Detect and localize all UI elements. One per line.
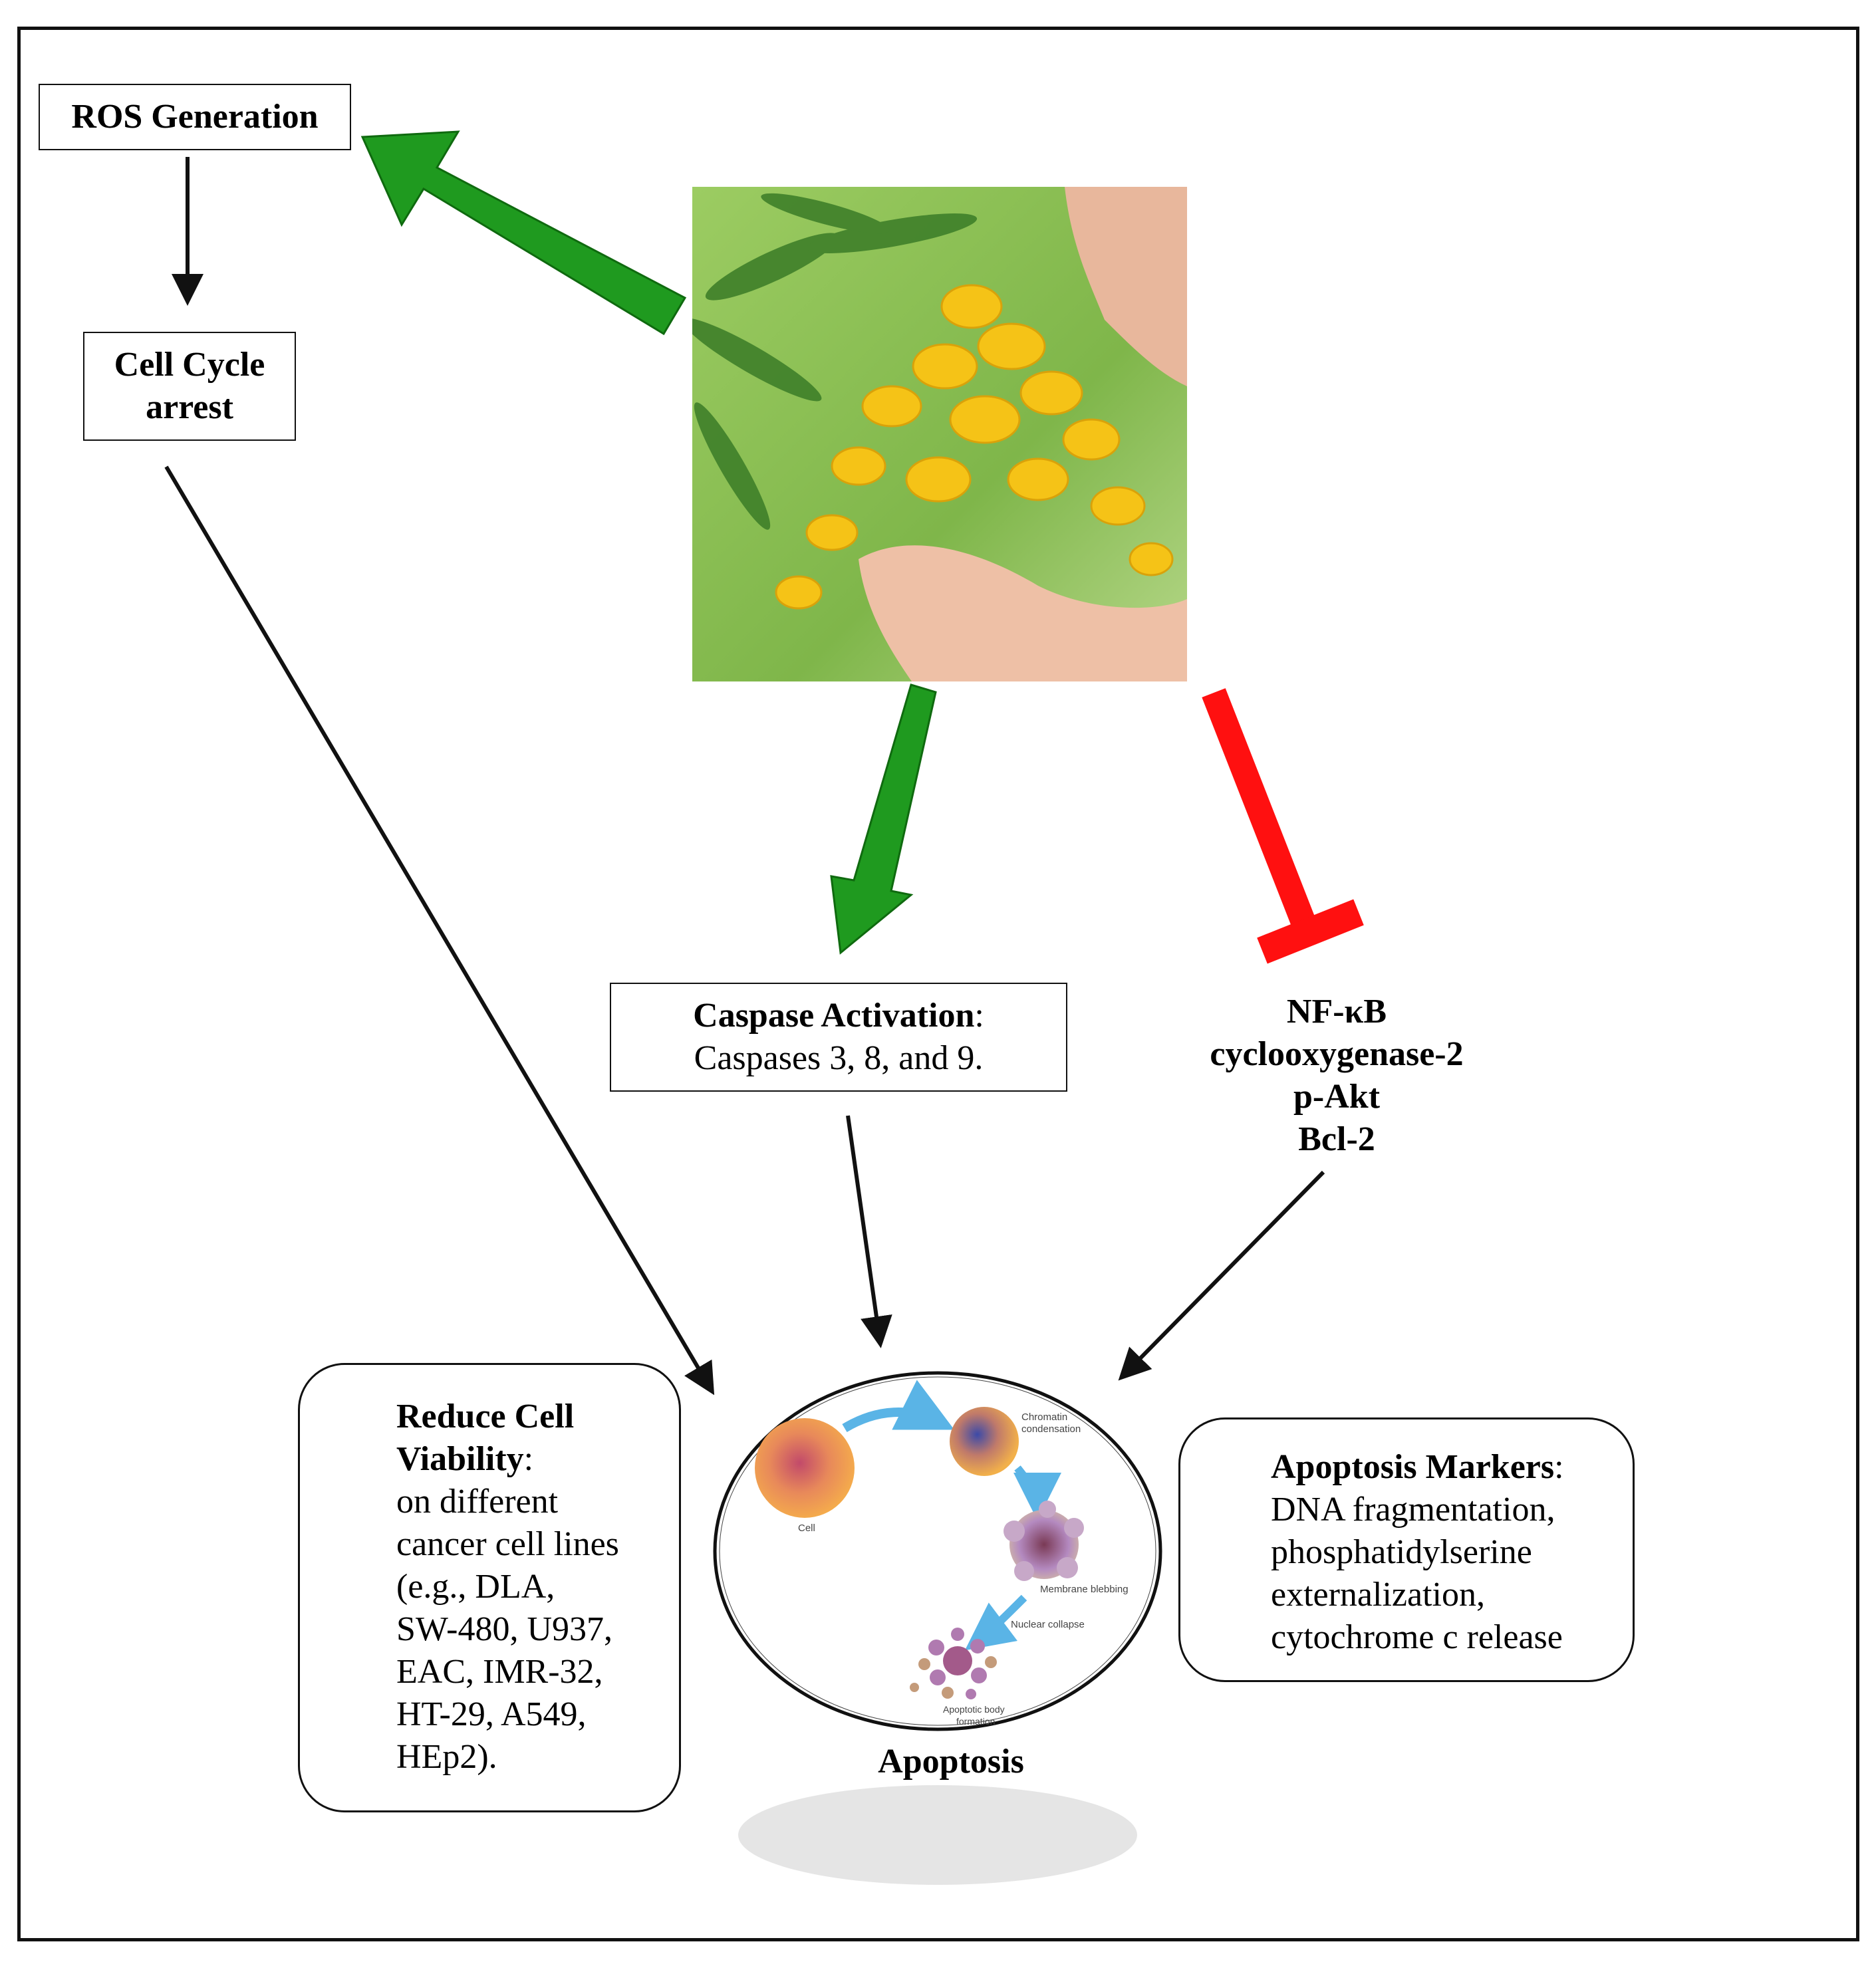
stage-body-label-2: formation [956, 1716, 995, 1727]
stage-chromatin-label-2: condensation [1021, 1423, 1081, 1435]
blebbing-cell [1004, 1501, 1084, 1581]
caspase-detail: Caspases 3, 8, and 9. [694, 1039, 984, 1077]
viability-colon: : [523, 1440, 534, 1478]
target-nfkb: NF-κB [1286, 993, 1387, 1031]
viability-title-line1: Reduce Cell [396, 1398, 575, 1435]
apoptosis-shadow [738, 1785, 1137, 1885]
target-cox2: cyclooxygenase-2 [1210, 1035, 1464, 1073]
apoptosis-stages-diagram: Cell Chromatin condensation Membrane ble… [713, 1371, 1162, 1731]
viability-line: on different [396, 1483, 559, 1521]
inhibition-bar [1257, 899, 1364, 964]
apoptosis-illustration: Cell Chromatin condensation Membrane ble… [712, 1368, 1164, 1737]
ros-generation-label: ROS Generation [71, 98, 319, 136]
stage-body-label: Apoptotic body [943, 1704, 1005, 1715]
stage-collapse-label: Nuclear collapse [1011, 1619, 1085, 1630]
marker-item: externalization, [1271, 1576, 1485, 1614]
condensing-cell [950, 1407, 1019, 1476]
stage-chromatin-label: Chromatin [1021, 1411, 1067, 1423]
viability-line: (e.g., DLA, [396, 1568, 555, 1606]
cell-cycle-arrest-box: Cell Cycle arrest [83, 332, 296, 441]
inhibited-targets: NF-κB cyclooxygenase-2 p-Akt Bcl-2 [1164, 991, 1510, 1161]
healthy-cell [755, 1418, 855, 1518]
plant-photo [692, 187, 1187, 681]
viability-line: EAC, IMR-32, [396, 1653, 603, 1691]
arrow-cellcycle-to-apoptosis [164, 465, 715, 1396]
caspase-activation-box: Caspase Activation: Caspases 3, 8, and 9… [610, 983, 1067, 1092]
apoptosis-markers-box: Apoptosis Markers: DNA fragmentation, ph… [1178, 1417, 1635, 1682]
activation-arrow-ros [360, 130, 687, 336]
viability-line: SW-480, U937, [396, 1610, 612, 1648]
caspase-title: Caspase Activation [693, 997, 975, 1035]
cell-cycle-label-line1: Cell Cycle [114, 346, 265, 384]
caspase-title-line: Caspase Activation: [611, 995, 1066, 1037]
marker-item: cytochrome c release [1271, 1618, 1563, 1656]
stage-cell-label: Cell [798, 1523, 815, 1534]
marker-item: DNA fragmentation, [1271, 1491, 1555, 1529]
viability-title-line2-wrap: Viability: [396, 1438, 619, 1481]
apoptotic-bodies [910, 1628, 997, 1699]
figure-frame [17, 27, 1859, 1941]
arrow-caspase-to-apoptosis [846, 1115, 892, 1348]
viability-line: HT-29, A549, [396, 1695, 587, 1733]
inhibition-line [1202, 688, 1320, 939]
markers-title-line: Apoptosis Markers: [1271, 1446, 1564, 1489]
reduce-viability-box: Reduce Cell Viability: on different canc… [298, 1363, 681, 1812]
viability-line: HEp2). [396, 1738, 497, 1776]
arrow-targets-to-apoptosis [1118, 1170, 1325, 1381]
apoptosis-label: Apoptosis [878, 1743, 1024, 1780]
viability-title-line2: Viability [396, 1440, 524, 1478]
ros-generation-box: ROS Generation [39, 84, 351, 150]
stage-blebbing-label: Membrane blebbing [1040, 1584, 1129, 1595]
markers-title: Apoptosis Markers [1271, 1448, 1555, 1486]
activation-arrow-caspase [830, 683, 937, 955]
markers-colon: : [1554, 1448, 1564, 1486]
marker-item: phosphatidylserine [1271, 1533, 1532, 1571]
caspase-colon: : [974, 997, 984, 1035]
cell-cycle-label-line2: arrest [146, 388, 233, 426]
viability-line: cancer cell lines [396, 1525, 619, 1563]
target-bcl2: Bcl-2 [1298, 1120, 1375, 1158]
yellow-flower-illustration [692, 187, 1187, 681]
target-pakt: p-Akt [1293, 1078, 1381, 1116]
